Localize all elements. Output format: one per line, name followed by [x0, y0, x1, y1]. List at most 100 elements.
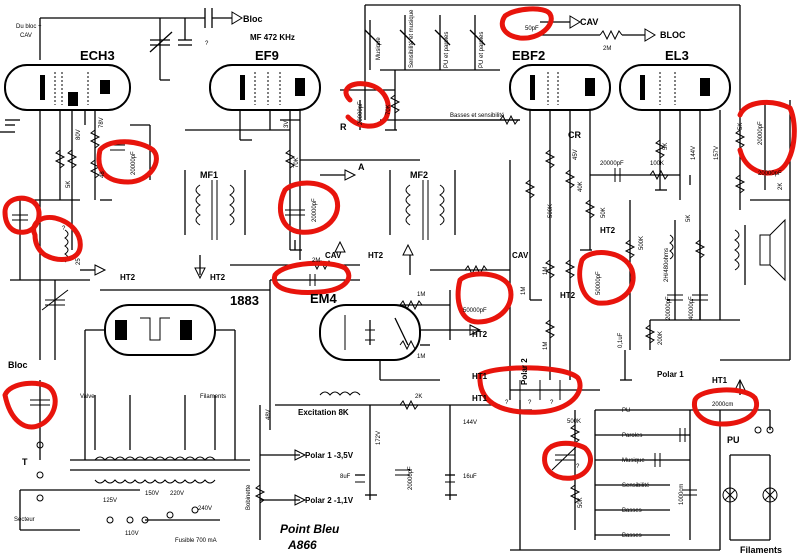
c2000cm-label: 2000cm [712, 402, 733, 408]
switch-basses-label: Basses et sensibilité [450, 113, 505, 119]
c50000-a-label: 50000pF [463, 308, 487, 314]
r100k-label: 100K [650, 161, 664, 167]
r1m-c-label: 1M [521, 287, 527, 295]
tube-1883-label: 1883 [230, 293, 259, 308]
valve-label: Valve [80, 394, 95, 400]
label-cr: CR [568, 130, 581, 140]
secteur-label: Secteur [14, 517, 35, 523]
r1m-e-label: 1M [543, 342, 549, 350]
cap-50pf-label: 50pF [525, 26, 539, 32]
r5k-b-label: 5K [663, 143, 669, 150]
r50k-b-label: 50K [578, 497, 584, 508]
bloc-top-label: Bloc [243, 14, 263, 24]
r200k-label: 200K [658, 331, 664, 345]
tube-ef9-label: EF9 [255, 48, 279, 63]
r2k-label: 2K [778, 183, 784, 190]
mf1-transformer [184, 129, 290, 280]
mf1-label: MF1 [200, 170, 218, 180]
cav-left-label: CAV [512, 251, 529, 260]
v172-label: 172V [376, 431, 382, 445]
v150-label: 150V [145, 491, 159, 497]
switch-musique-label: Musique [376, 37, 382, 60]
r2k-bot-label: 2K [415, 394, 422, 400]
q2-label: ? [528, 400, 532, 406]
tube-ech3 [4, 64, 131, 111]
c40000-label: 40000pF [689, 296, 695, 320]
tube-em4-label: EM4 [310, 291, 338, 306]
cav-mid-label: CAV [325, 251, 342, 260]
ht2-label-f: HT2 [472, 330, 488, 339]
title-line1: Point Bleu [280, 522, 340, 536]
ht1-label-a: HT1 [472, 372, 488, 381]
tube-ebf-label: EBF2 [512, 48, 545, 63]
q3-label: ? [550, 400, 554, 406]
excitation-label: Excitation 8K [298, 408, 349, 417]
r5k-c-label: 5K [738, 123, 744, 130]
c20000-c-label: 20000pF [312, 198, 318, 222]
input-from-label: Du bloc + [16, 24, 42, 30]
polar2-vert-label: Polar 2 [520, 358, 529, 385]
r70k-a-label: 70K [386, 104, 392, 115]
selector-musique-label: Musique [622, 458, 645, 464]
ht2-label-b: HT2 [210, 273, 226, 282]
em4-circuitry [379, 264, 510, 381]
tube-em4 [319, 304, 421, 361]
selector-pu-label: PU [622, 408, 630, 414]
r50k-a-label: 50K [601, 207, 607, 218]
selector-paroles-label: Paroles [622, 433, 642, 439]
r2m-mid-label: 2M [312, 258, 320, 264]
tube-el3 [619, 64, 731, 111]
selector-sensibilite-label: Sensibilité [622, 483, 650, 489]
ht1-label-c: HT1 [712, 376, 728, 385]
cav-top-label: CAV [580, 17, 598, 27]
t-label: T [22, 457, 28, 467]
v78-label: 78V [99, 117, 105, 128]
mf2-transformer [300, 159, 456, 275]
mf-frequency-label: MF 472 KHz [250, 33, 295, 42]
title-line2: A866 [287, 538, 317, 552]
bobinette-label: Bobinette [246, 484, 252, 510]
c01uf-label: 0,1uF [618, 332, 624, 348]
ef9-circuitry [100, 110, 360, 430]
tone-switch-bank [340, 15, 520, 130]
top-wiring [39, 4, 741, 120]
polar2-bot-label: Polar 2 -1,1V [305, 496, 354, 505]
r5k-label: 5K [66, 181, 72, 188]
q4-label: ? [576, 464, 580, 470]
c20000-g-label: 20000pF [666, 296, 672, 320]
q5-label: ? [62, 226, 66, 232]
ht2-label-c: HT2 [368, 251, 384, 260]
bloc-left-label: Bloc [8, 360, 28, 370]
bloc-right-label: BLOC [660, 30, 686, 40]
r1m-a-label: 1M [417, 292, 425, 298]
c20000-b-label: 20000pF [358, 101, 364, 125]
c8uf-label: 8uF [340, 474, 351, 480]
c20000-e-label: 20000pF [758, 121, 764, 145]
r500k-c-label: 500K [567, 419, 581, 425]
v45-label: 45V [573, 149, 579, 160]
res-2m-top-label: 2M [603, 46, 611, 52]
tube-el3-label: EL3 [665, 48, 689, 63]
r25-label: 25 [76, 258, 82, 265]
r500k-b-label: 500K [639, 236, 645, 250]
v220-label: 220V [170, 491, 184, 497]
v48-label: 48V [266, 409, 272, 420]
mf2-label: MF2 [410, 170, 428, 180]
ht2-label-e: HT2 [560, 291, 576, 300]
v144-top-label: 144V [691, 146, 697, 160]
c20000-a-label: 20000pF [131, 151, 137, 175]
r70k-b-label: 70K [294, 157, 300, 168]
label-r: R [340, 122, 347, 132]
c20000-h-label: 20000pF [408, 466, 414, 490]
tube-ebf [509, 64, 611, 111]
selector-basses-2-label: Basses [622, 533, 642, 539]
label-a: A [358, 162, 365, 172]
switch-sensibilite-label: Sensibilité et musique [409, 9, 415, 68]
filaments-bottom-label: Filaments [740, 545, 782, 555]
ebf-el3-circuitry [509, 100, 791, 400]
switch-pu-paroles-1-label: PU et paroles [444, 32, 450, 68]
ht1-label-b: HT1 [472, 394, 488, 403]
c16uf-label: 16uF [463, 474, 477, 480]
